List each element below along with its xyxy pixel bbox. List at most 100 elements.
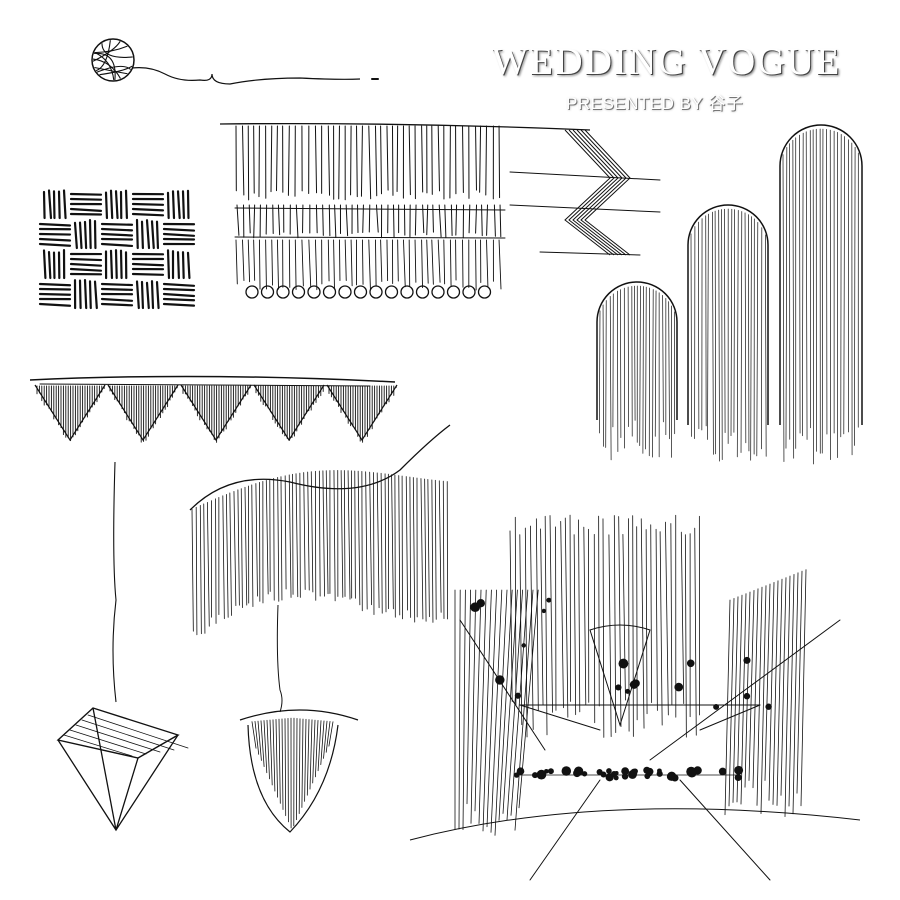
stroke xyxy=(100,232,134,237)
stroke xyxy=(253,125,255,194)
stroke xyxy=(78,221,83,250)
stroke xyxy=(414,239,417,283)
hanging-dot xyxy=(743,656,751,664)
stroke xyxy=(357,470,361,606)
stroke xyxy=(273,477,275,601)
stroke xyxy=(277,477,280,602)
stroke xyxy=(752,588,759,789)
hanging-dot xyxy=(765,703,772,710)
stroke xyxy=(87,714,189,749)
hanging-dot xyxy=(713,703,720,710)
stage-light-dot xyxy=(516,767,525,776)
stroke xyxy=(498,589,513,821)
stroke xyxy=(295,204,299,239)
stroke xyxy=(229,492,232,616)
stroke xyxy=(792,139,795,459)
stroke xyxy=(100,287,134,291)
stroke xyxy=(131,272,165,276)
stroke xyxy=(544,515,548,736)
stroke xyxy=(242,125,245,196)
stroke xyxy=(684,534,687,738)
stroke xyxy=(659,531,663,726)
stroke xyxy=(442,480,445,620)
stroke xyxy=(730,208,733,437)
stroke xyxy=(799,134,801,434)
stroke xyxy=(233,490,237,607)
stage-light-dot xyxy=(614,771,619,776)
stroke xyxy=(608,534,612,738)
stroke xyxy=(645,529,648,715)
stroke xyxy=(474,589,482,812)
stroke xyxy=(408,125,411,196)
stroke xyxy=(69,729,147,755)
stroke xyxy=(140,280,145,310)
stroke xyxy=(475,204,478,234)
stroke xyxy=(135,280,140,310)
stroke xyxy=(109,189,114,220)
stroke xyxy=(275,125,278,192)
stroke xyxy=(38,242,72,247)
chevron-sketch xyxy=(509,129,661,256)
stroke xyxy=(57,190,61,220)
stroke xyxy=(426,204,429,236)
stroke xyxy=(420,478,424,620)
stroke xyxy=(802,132,804,437)
stroke xyxy=(38,232,72,236)
stroke xyxy=(343,470,346,597)
stroke xyxy=(73,221,78,250)
stroke xyxy=(424,478,427,622)
stroke xyxy=(94,52,116,80)
stroke xyxy=(191,508,194,632)
stroke xyxy=(479,125,482,193)
stroke xyxy=(284,718,287,817)
stroke xyxy=(380,472,383,614)
stroke xyxy=(564,129,611,256)
stroke xyxy=(519,534,523,726)
stroke xyxy=(333,239,335,290)
stroke xyxy=(195,506,198,636)
stroke xyxy=(662,294,664,423)
stroke xyxy=(736,209,739,458)
bead xyxy=(384,285,399,299)
stroke xyxy=(490,589,503,833)
stroke xyxy=(384,473,387,613)
stroke xyxy=(162,282,196,287)
stroke xyxy=(680,531,685,704)
stroke xyxy=(398,475,401,616)
stroke xyxy=(323,720,328,759)
stroke xyxy=(88,280,92,310)
stroke xyxy=(583,526,587,705)
stage-light-dot xyxy=(643,766,651,774)
stroke xyxy=(131,262,165,267)
stroke xyxy=(748,214,750,452)
stroke xyxy=(805,131,808,440)
stroke xyxy=(470,589,477,824)
stroke xyxy=(69,197,103,201)
stroke xyxy=(150,280,155,310)
stroke xyxy=(162,232,196,237)
stroke xyxy=(88,218,92,250)
stroke xyxy=(843,136,845,435)
stroke xyxy=(260,720,265,767)
stroke xyxy=(374,125,378,197)
stage-light-dot xyxy=(718,767,727,776)
stage-light-dot xyxy=(734,765,744,775)
stage-light-dot xyxy=(687,767,697,778)
bead xyxy=(353,285,368,299)
stroke xyxy=(584,129,631,256)
stroke xyxy=(519,704,601,731)
stroke xyxy=(263,720,268,774)
stroke xyxy=(740,211,743,453)
stroke xyxy=(162,297,196,302)
stroke xyxy=(288,474,292,598)
stroke xyxy=(421,239,423,289)
stroke xyxy=(356,125,358,198)
stroke xyxy=(114,190,119,220)
stroke xyxy=(287,125,290,196)
stroke xyxy=(166,249,171,280)
stroke xyxy=(598,515,600,707)
stroke xyxy=(251,721,257,749)
stroke xyxy=(328,204,331,237)
stroke xyxy=(776,578,783,806)
